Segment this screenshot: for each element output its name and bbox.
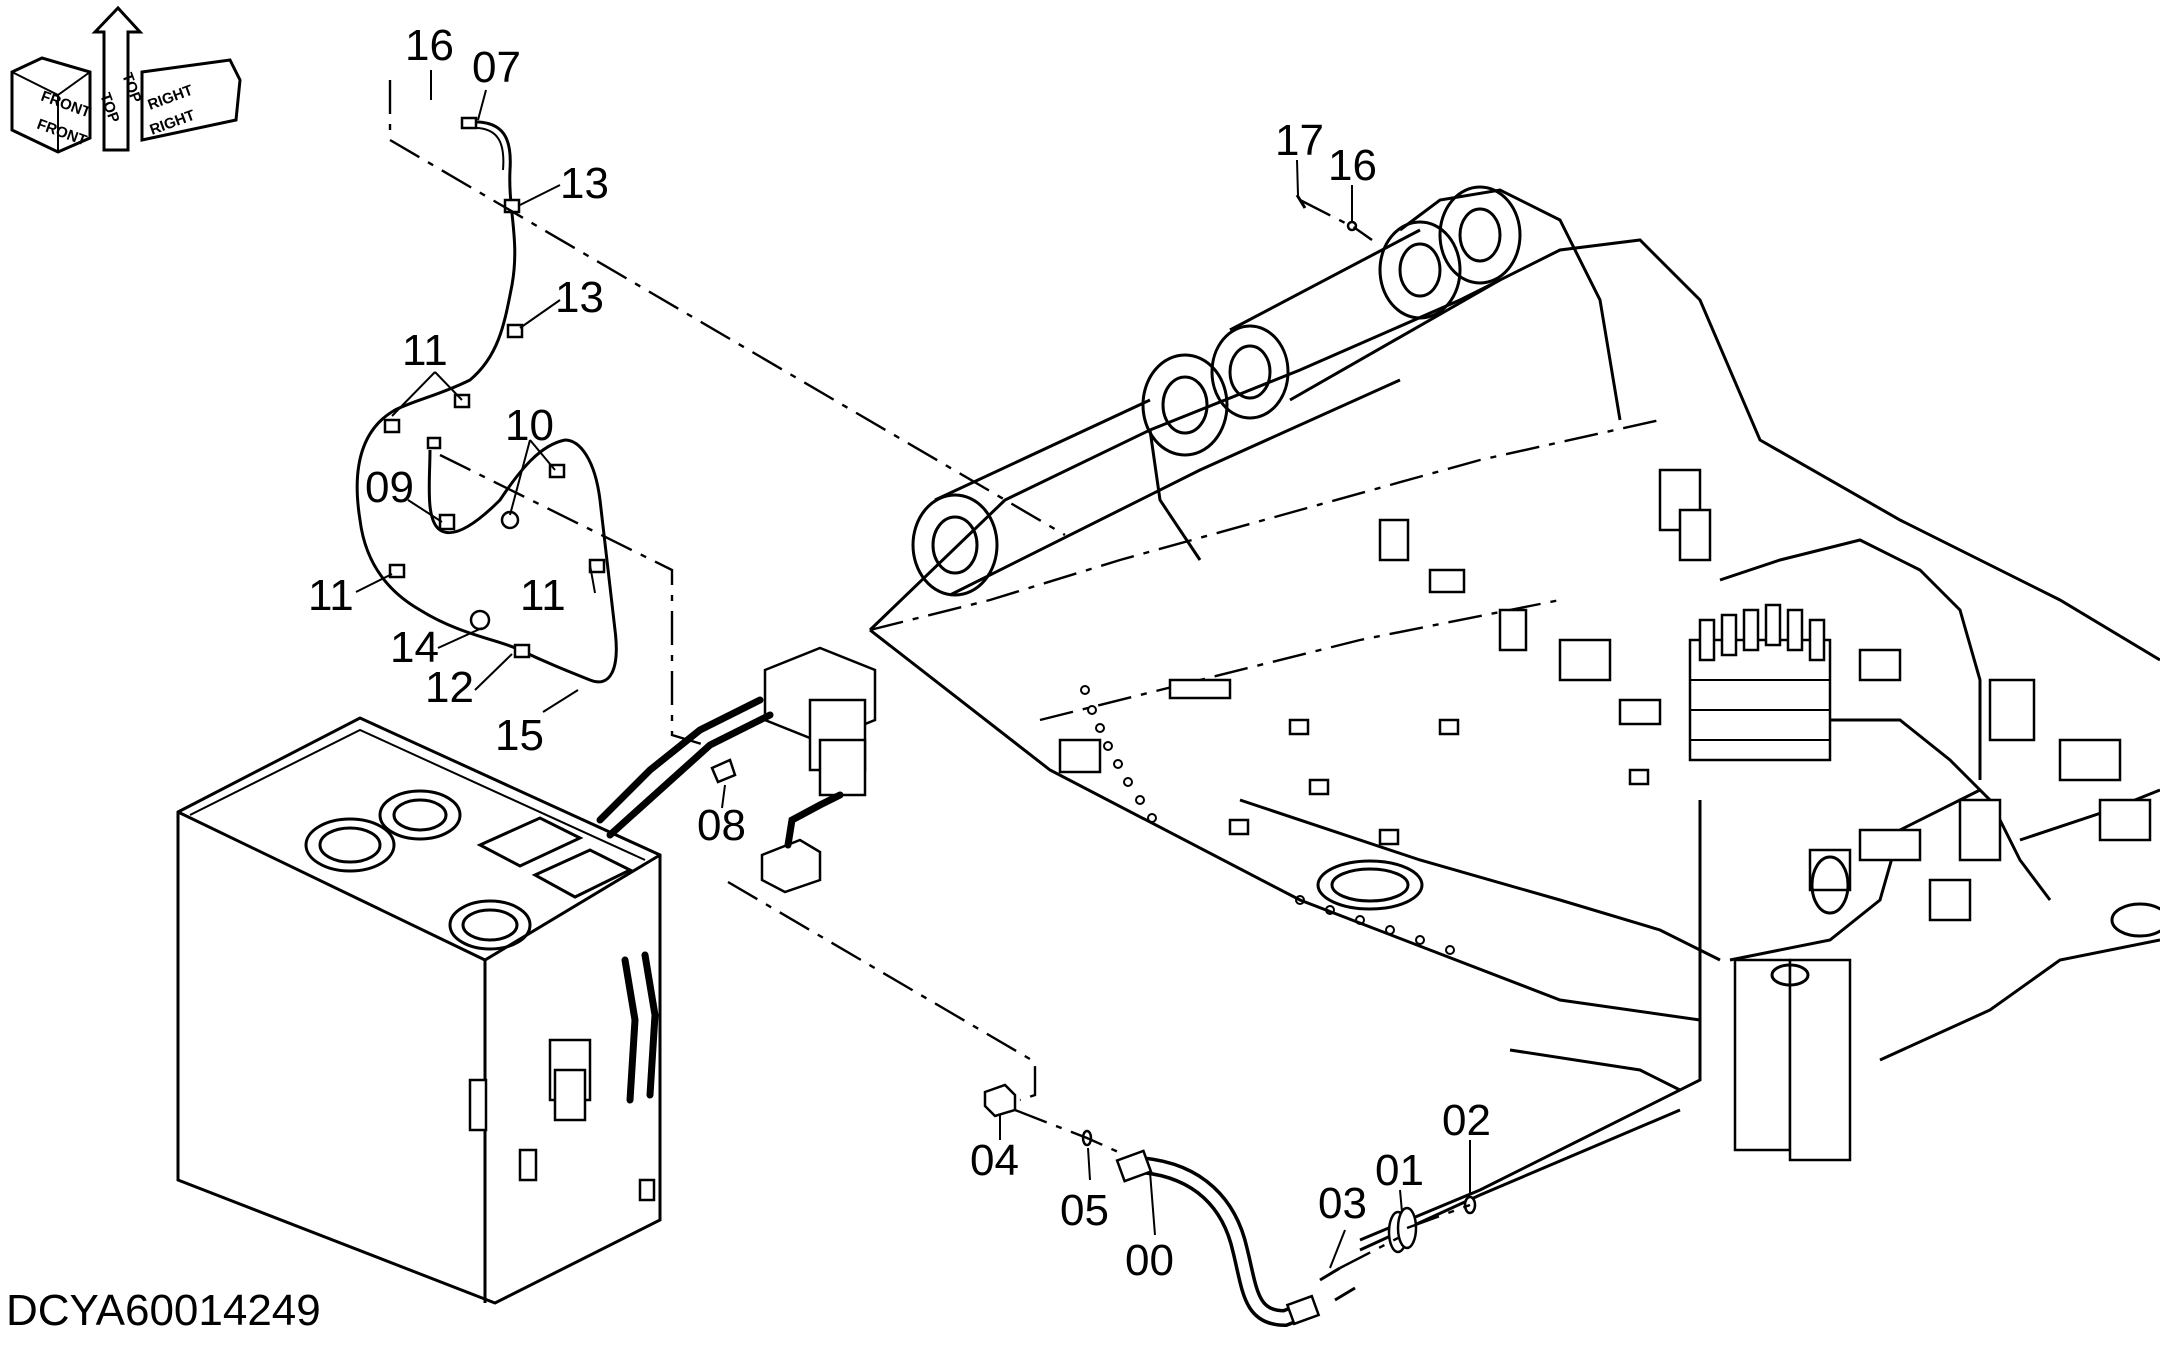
swing-bearing [1316,859,1424,911]
filter-assembly [596,646,877,894]
drawing-id: DCYA60014249 [6,1286,321,1335]
upper-frame [868,185,2160,1242]
bolts-03 [1319,1266,1356,1302]
boom-lugs [911,185,1622,597]
callout-01: 01 [1375,1146,1424,1195]
callout-08: 08 [697,801,746,850]
callout-13-lower: 13 [555,273,604,322]
callout-04: 04 [970,1136,1019,1185]
callout-17: 17 [1275,116,1324,165]
flange-01 [1387,1206,1418,1254]
orientation-symbol: FRONT FRONT TOP TOP RIGHT RIGHT [10,5,242,154]
hydraulic-tank [176,716,662,1305]
callout-15: 15 [495,711,544,760]
callout-11-right: 11 [520,571,566,620]
right-structure [1688,538,2160,1162]
frame-brackets [1058,468,1712,846]
hose-00 [1115,1149,1321,1328]
callout-16-left: 16 [405,21,454,70]
frame-holes [1080,685,1455,955]
callout-11-top: 11 [402,326,448,375]
callout-03: 03 [1318,1179,1367,1228]
callout-09: 09 [365,463,414,512]
leader-lines [355,70,1471,1269]
callout-05: 05 [1060,1186,1109,1235]
callout-13-upper: 13 [560,159,609,208]
adapter-04 [983,1083,1017,1118]
orient-top-1: TOP [96,91,122,126]
assembly-lines [388,80,1471,1270]
callout-00: 00 [1125,1236,1174,1285]
harness-07 [355,116,618,684]
orient-front-top: FRONT [39,88,93,122]
callout-07: 07 [472,43,521,92]
callout-12: 12 [425,663,474,712]
callout-10: 10 [505,401,554,450]
callouts: 16 07 13 13 11 10 09 11 11 14 12 15 08 0… [308,21,1491,1285]
callout-16-right: 16 [1328,141,1377,190]
callout-11-left: 11 [308,571,354,620]
callout-02: 02 [1442,1096,1491,1145]
callout-14: 14 [390,623,439,672]
